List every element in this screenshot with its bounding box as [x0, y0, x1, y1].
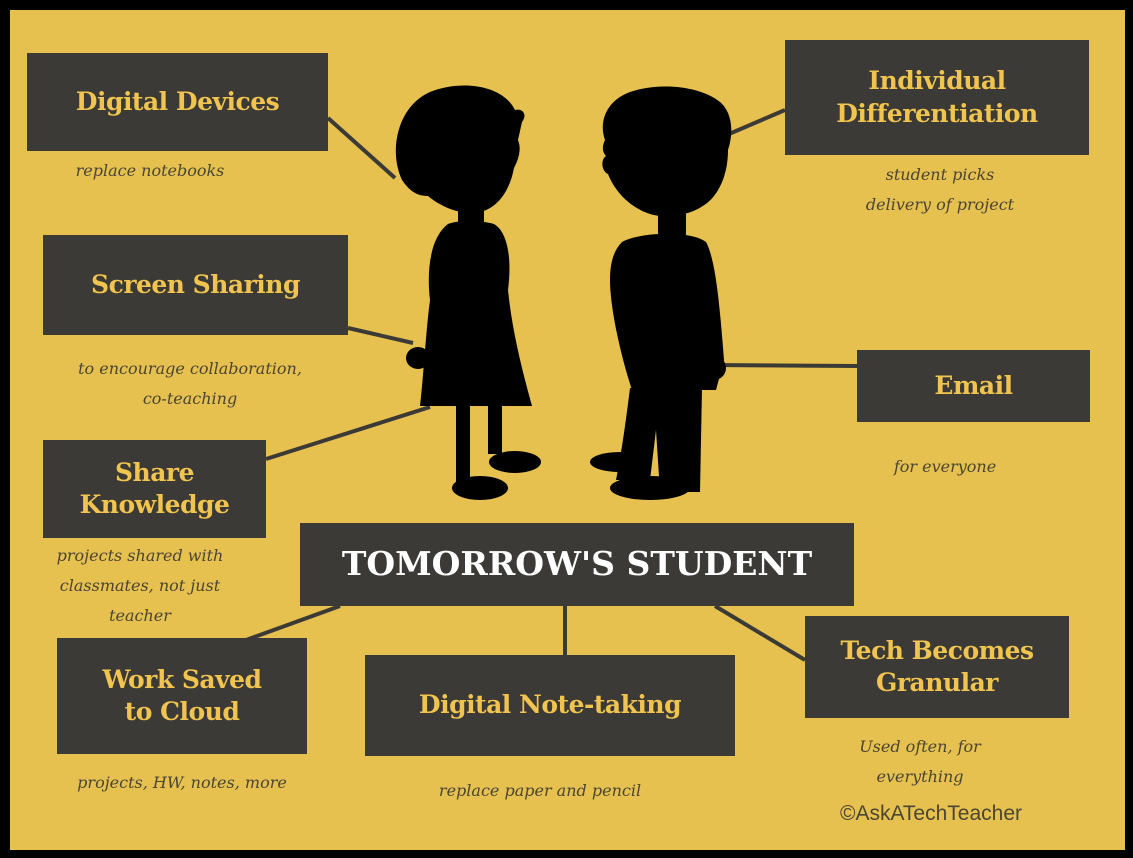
- box-share-knowledge: Share Knowledge: [43, 440, 266, 538]
- credit-text: ©AskATechTeacher: [840, 802, 1022, 825]
- connector-work-saved: [245, 604, 341, 642]
- label-email: Email: [934, 370, 1013, 400]
- label-work-saved-to-cloud: Work Saved to Cloud: [102, 664, 262, 727]
- note-email: for everyone: [893, 457, 997, 476]
- box-individual-differentiation: Individual Differentiation: [785, 40, 1089, 155]
- box-work-saved-to-cloud: Work Saved to Cloud: [57, 638, 307, 754]
- note-screen-sharing: to encourage collaboration, co-teaching: [78, 359, 302, 408]
- connector-screen-sharing: [347, 326, 414, 345]
- connector-share-knowledge: [265, 405, 431, 461]
- connector-lines: [245, 108, 858, 662]
- note-share-knowledge: projects shared with classmates, not jus…: [56, 546, 224, 625]
- label-share-knowledge: Share Knowledge: [79, 457, 230, 520]
- student-silhouettes: [395, 85, 732, 500]
- label-digital-devices: Digital Devices: [75, 86, 280, 116]
- title-box: TOMORROW'S STUDENT: [300, 523, 854, 606]
- girl-silhouette: [395, 85, 541, 500]
- connector-email: [709, 363, 858, 368]
- label-tech-becomes-granular: Tech Becomes Granular: [840, 635, 1034, 698]
- box-email: Email: [857, 350, 1090, 422]
- box-tech-becomes-granular: Tech Becomes Granular: [805, 616, 1069, 718]
- infographic-canvas: Digital Devices Individual Differentiati…: [10, 10, 1125, 850]
- note-digital-note-taking: replace paper and pencil: [438, 781, 642, 800]
- label-digital-note-taking: Digital Note-taking: [418, 690, 682, 720]
- box-screen-sharing: Screen Sharing: [43, 235, 348, 335]
- boy-silhouette: [590, 86, 732, 500]
- connector-tech-granular: [713, 604, 807, 662]
- note-tech-becomes-granular: Used often, for everything: [859, 737, 981, 786]
- note-work-saved-to-cloud: projects, HW, notes, more: [77, 773, 287, 792]
- note-individual-differentiation: student picks delivery of project: [865, 165, 1015, 214]
- connector-digital-devices: [326, 116, 397, 180]
- label-individual-differentiation: Individual Differentiation: [836, 66, 1038, 128]
- box-digital-note-taking: Digital Note-taking: [365, 655, 735, 756]
- box-digital-devices: Digital Devices: [27, 53, 328, 151]
- label-screen-sharing: Screen Sharing: [91, 269, 300, 299]
- page-title: TOMORROW'S STUDENT: [341, 544, 813, 584]
- note-digital-devices: replace notebooks: [75, 161, 225, 180]
